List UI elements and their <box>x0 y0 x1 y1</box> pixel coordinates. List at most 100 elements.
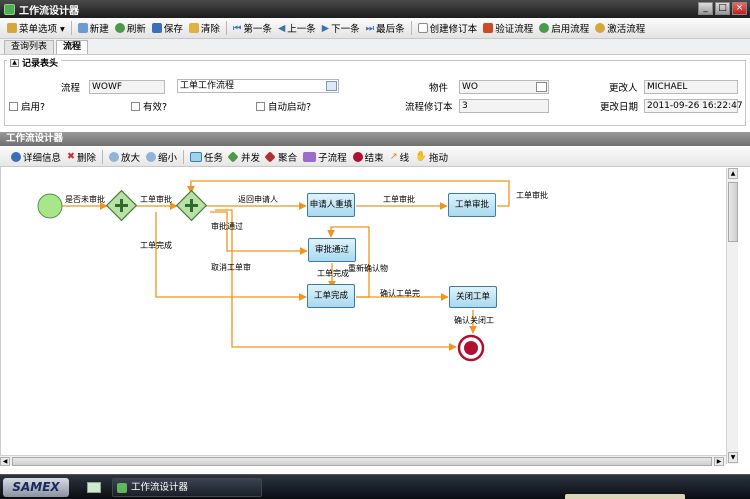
save-icon <box>151 23 162 33</box>
tab-process[interactable]: 流程 <box>56 40 89 54</box>
long-description-icon[interactable] <box>326 81 337 91</box>
fork-tool-button[interactable]: 并发 <box>226 148 263 165</box>
edge-label: 确认关闭工 <box>454 316 494 325</box>
edge-gateway2-to-end <box>215 209 457 351</box>
toolbar-divider <box>183 149 185 164</box>
zoom-out-icon <box>146 151 157 162</box>
last-icon: ⏭ <box>365 22 375 34</box>
active-checkbox[interactable]: 有效? <box>131 99 167 113</box>
minimize-button[interactable]: _ <box>698 2 713 15</box>
parallel-gateway-2 <box>175 189 208 222</box>
save-button[interactable]: 保存 <box>149 20 186 37</box>
scroll-up-icon[interactable]: ▲ <box>728 168 738 179</box>
vertical-scroll-thumb[interactable] <box>728 182 738 242</box>
quick-launch-icon[interactable] <box>87 482 101 493</box>
task-approved[interactable]: 审批通过 <box>308 238 356 262</box>
process-description-field[interactable]: 工单工作流程 <box>177 79 339 93</box>
revision-field[interactable]: 3 <box>459 99 549 113</box>
search-icon[interactable] <box>536 82 547 92</box>
task-order-approval[interactable]: 工单审批 <box>448 193 496 217</box>
changed-by-label: 更改人 <box>609 83 638 94</box>
autostart-checkbox[interactable]: 自动启动? <box>256 99 311 113</box>
maximize-button[interactable]: □ <box>715 2 730 15</box>
notification-tray <box>565 494 685 499</box>
subprocess-tool-button[interactable]: 子流程 <box>300 148 350 165</box>
end-event <box>457 334 485 362</box>
checkbox-box <box>9 101 18 111</box>
edge-label: 重新确认物 <box>348 264 388 273</box>
new-button[interactable]: 新建 <box>75 20 112 37</box>
collapse-icon[interactable]: ▲ <box>10 58 19 67</box>
enabled-checkbox[interactable]: 启用? <box>9 99 45 113</box>
designer-panel-header: 工作流设计器 <box>0 132 750 146</box>
scroll-left-icon[interactable]: ◀ <box>0 457 10 466</box>
edge-gateway1-to-complete <box>155 212 307 301</box>
horizontal-scrollbar[interactable]: ◀ ▶ <box>0 455 726 466</box>
zoom-in-button[interactable]: 放大 <box>106 148 143 165</box>
end-tool-button[interactable]: 结束 <box>350 148 387 165</box>
enable-process-button[interactable]: 启用流程 <box>536 20 592 37</box>
process-code-field[interactable]: WOWF <box>89 80 165 94</box>
start-event <box>37 193 63 219</box>
menu-options-button[interactable]: 菜单选项 ▾ <box>4 20 68 37</box>
delete-icon: ✖ <box>67 151 75 162</box>
horizontal-scroll-thumb[interactable] <box>12 457 712 466</box>
last-record-button[interactable]: ⏭最后条 <box>365 22 405 36</box>
zoom-out-button[interactable]: 缩小 <box>143 148 180 165</box>
prev-record-button[interactable]: ◀上一条 <box>277 22 316 36</box>
revision-label: 流程修订本 <box>405 102 453 113</box>
task-tool-button[interactable]: 任务 <box>187 148 226 165</box>
refresh-button[interactable]: 刷新 <box>112 20 149 37</box>
changed-by-field[interactable]: MICHAEL <box>644 80 738 94</box>
drag-tool-button[interactable]: ✋拖动 <box>415 151 448 164</box>
toolbar-divider <box>102 149 103 164</box>
edge-label: 确认工单完 <box>380 289 420 298</box>
task-order-complete[interactable]: 工单完成 <box>307 284 355 308</box>
end-icon <box>352 151 363 162</box>
checkbox-box <box>256 101 265 111</box>
object-field[interactable]: WO <box>459 80 549 94</box>
start-button[interactable]: SAMEX <box>3 478 69 497</box>
scroll-down-icon[interactable]: ▼ <box>728 452 738 463</box>
edge-label: 返回申请人 <box>238 195 278 204</box>
record-header-section: ▲ 记录表头 流程 WOWF 工单工作流程 物件 WO 更改人 MICHAEL … <box>4 56 746 126</box>
edge-label: 审批通过 <box>211 222 243 231</box>
clear-button[interactable]: 清除 <box>186 20 223 37</box>
tab-query-list[interactable]: 查询列表 <box>4 40 55 54</box>
object-value: WO <box>462 82 478 92</box>
toolbar-divider <box>70 21 72 35</box>
new-icon <box>77 23 88 33</box>
edge-label: 工单审批 <box>516 191 548 200</box>
change-date-field[interactable]: 2011-09-26 16:22:47 <box>644 99 743 113</box>
first-record-button[interactable]: ⏮第一条 <box>232 22 272 36</box>
menu-icon <box>7 23 17 33</box>
line-icon: ↗ <box>389 151 398 162</box>
app-icon <box>117 483 127 493</box>
record-header-title: 记录表头 <box>22 59 59 69</box>
subprocess-icon <box>303 151 317 162</box>
workflow-canvas[interactable]: 申请人重填 工单审批 审批通过 工单完成 关闭工单 是否未审批 工单审批 返回申… <box>0 167 740 455</box>
record-header-legend: ▲ 记录表头 <box>7 56 62 69</box>
edge-label: 是否未审批 <box>65 195 105 204</box>
create-revision-icon <box>417 23 428 33</box>
taskbar-item-workflow-designer[interactable]: 工作流设计器 <box>112 478 262 497</box>
details-button[interactable]: 详细信息 <box>8 148 64 165</box>
join-tool-button[interactable]: 聚合 <box>263 148 300 165</box>
zoom-in-icon <box>109 151 119 162</box>
edge-label: 工单完成 <box>140 241 172 250</box>
close-button[interactable]: × <box>732 2 747 15</box>
create-revision-button[interactable]: 创建修订本 <box>415 20 481 37</box>
next-record-button[interactable]: ▶下一条 <box>321 22 360 36</box>
vertical-scrollbar[interactable]: ▲ ▼ <box>726 168 738 464</box>
line-tool-button[interactable]: ↗线 <box>389 151 410 164</box>
activate-process-button[interactable]: 激活流程 <box>592 20 648 37</box>
enable-icon <box>539 23 550 33</box>
edge-label: 取消工单审 <box>211 263 251 272</box>
scroll-right-icon[interactable]: ▶ <box>714 457 724 466</box>
task-close-order[interactable]: 关闭工单 <box>449 286 497 308</box>
app-icon <box>4 3 15 15</box>
validate-process-button[interactable]: 验证流程 <box>480 20 536 37</box>
delete-button[interactable]: ✖删除 <box>67 151 96 164</box>
window-title: 工作流设计器 <box>19 5 79 17</box>
task-applicant-reentry[interactable]: 申请人重填 <box>307 193 355 217</box>
